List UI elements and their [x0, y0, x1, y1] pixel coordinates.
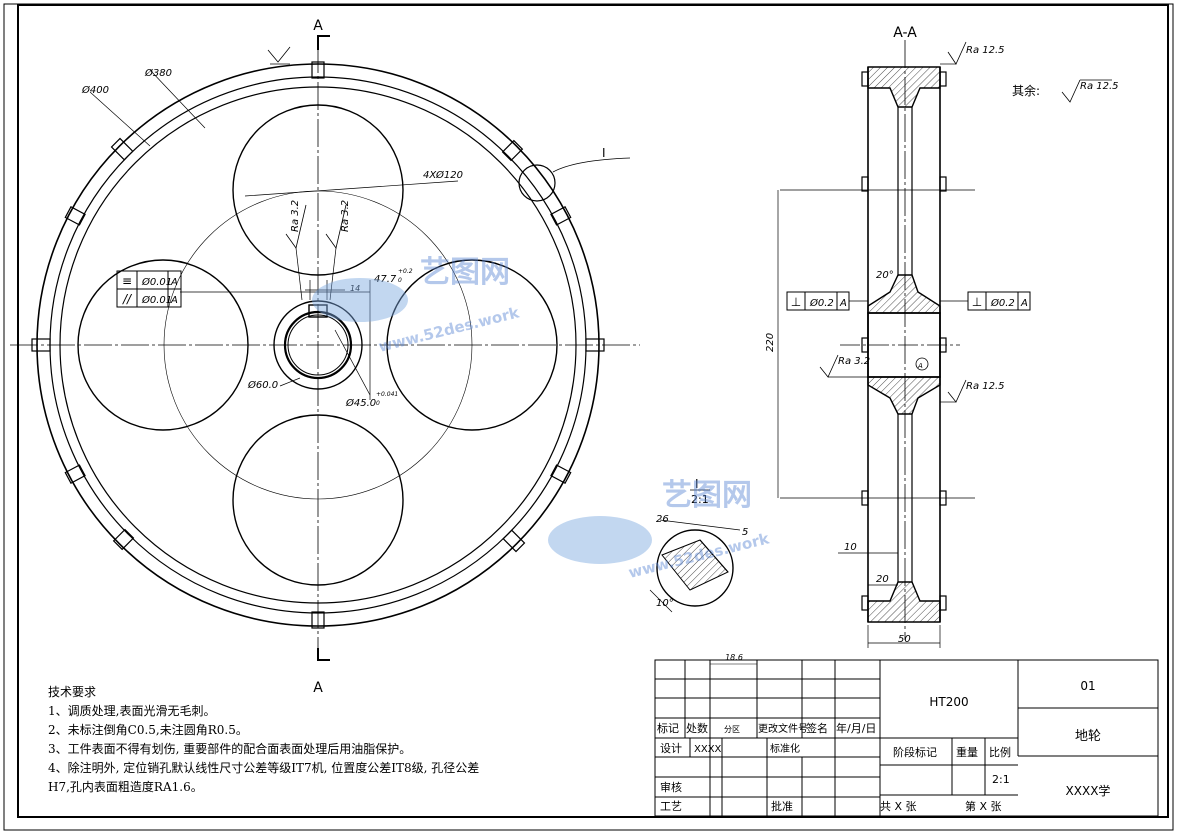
notes-item: H7,孔内表面粗造度RA1.6。 — [48, 780, 203, 794]
ra-other-value: Ra 12.5 — [1080, 81, 1119, 92]
tb-col-doc: 更改文件号 — [758, 722, 808, 735]
dim-section-rim: 20 — [876, 574, 889, 585]
tb-standard-label: 标准化 — [770, 742, 800, 755]
watermark-globe-icon-2 — [548, 516, 652, 564]
fcf-par-value: Ø0.01 — [141, 294, 172, 306]
dim-bore-tol-lower: 0 — [376, 400, 380, 407]
ra-hub-a: Ra 3.2 — [290, 200, 301, 232]
dim-bore-dia: Ø45.0 — [345, 397, 376, 409]
tb-col-count: 处数 — [686, 722, 708, 735]
dim-detail-a: 26 — [656, 514, 669, 525]
technical-notes: 技术要求 1、调质处理,表面光滑无毛刺。 2、未标注倒角C0.5,未注圆角R0.… — [48, 683, 479, 797]
notes-title: 技术要求 — [48, 685, 97, 699]
fcf-sym-datum: A — [170, 277, 178, 288]
fcf-perp-left-symbol: ⊥ — [791, 295, 801, 309]
notes-item: 3、工件表面不得有划伤, 重要部件的配合面表面处理后用油脂保护。 — [48, 742, 412, 756]
section-view — [777, 40, 1112, 648]
fcf-perp-right-symbol: ⊥ — [972, 295, 982, 309]
section-label-bottom: A — [313, 680, 323, 696]
dim-section-width: 50 — [898, 634, 911, 645]
fcf-par-symbol: // — [122, 292, 133, 306]
ra-section-side: Ra 3.2 — [838, 356, 870, 367]
dim-section-height: 220 — [765, 333, 776, 352]
section-view-label: A-A — [893, 25, 917, 41]
tb-col-mark: 标记 — [657, 721, 679, 735]
tb-drawing-no: 01 — [1080, 679, 1095, 693]
ra-hub-b: Ra 3.2 — [340, 200, 351, 232]
tb-approve-label: 批准 — [771, 799, 793, 813]
dim-section-web: 10 — [844, 542, 857, 553]
dim-keyway-tol-lower: 0 — [398, 277, 402, 284]
ra-other-label: 其余: — [1012, 83, 1040, 98]
title-block — [654, 659, 1159, 817]
dim-hub-dia: Ø60.0 — [247, 379, 278, 391]
fcf-sym-value: Ø0.01 — [141, 276, 172, 288]
notes-item: 4、除注明外, 定位销孔默认线性尺寸公差等级IT7机, 位置度公差IT8级, 孔… — [48, 761, 480, 775]
fcf-par-datum: A — [170, 295, 178, 306]
tb-review-label: 审核 — [660, 780, 682, 794]
fcf-perp-right-datum: A — [1020, 298, 1028, 309]
detail-scale-label: 2:1 — [691, 493, 709, 506]
tb-scale-value: 2:1 — [992, 773, 1010, 786]
detail-view — [649, 489, 741, 613]
tb-weight-label: 重量 — [956, 745, 978, 759]
tb-col-date: 年/月/日 — [836, 721, 876, 735]
dim-holes: 4XØ120 — [423, 169, 463, 181]
section-datum-marker: A — [917, 362, 923, 370]
tb-scale-label: 比例 — [989, 745, 1011, 759]
dim-detail-b: 5 — [742, 527, 748, 538]
fcf-perp-left-value: Ø0.2 — [809, 297, 834, 309]
section-label-top: A — [313, 18, 323, 34]
dim-key-width: 14 — [350, 284, 360, 293]
tb-sheets-total: 共 X 张 — [880, 800, 917, 813]
detail-callout-label: I — [602, 146, 606, 160]
watermark-brand-2: 艺图网 — [662, 478, 752, 513]
tb-stage-label: 阶段标记 — [893, 745, 937, 759]
tb-dim-18: 18.6 — [725, 653, 743, 662]
dim-rim-dia: Ø380 — [144, 67, 172, 79]
tb-part-name: 地轮 — [1075, 729, 1101, 744]
fcf-sym-symbol: ≡ — [122, 274, 132, 288]
tb-design-label: 设计 — [660, 742, 682, 755]
tb-col-sign: 签名 — [806, 721, 828, 735]
dim-bore-tol-upper: +0.041 — [376, 391, 398, 398]
tb-sheet-no: 第 X 张 — [965, 799, 1002, 813]
tb-school: XXXX学 — [1066, 783, 1111, 798]
watermark-1: 艺图网 www.52des.work — [312, 255, 522, 356]
ra-section-mid: Ra 12.5 — [966, 381, 1005, 392]
watermark-brand-1: 艺图网 — [420, 255, 510, 290]
dim-detail-c: 10° — [656, 598, 674, 609]
watermark-globe-icon — [312, 278, 408, 322]
dim-section-angle: 20° — [876, 270, 894, 281]
fcf-perp-right-value: Ø0.2 — [990, 297, 1015, 309]
notes-item: 1、调质处理,表面光滑无毛刺。 — [48, 704, 216, 718]
tb-material: HT200 — [929, 695, 968, 709]
notes-item: 2、未标注倒角C0.5,未注圆角R0.5。 — [48, 723, 248, 737]
dim-outer-dia: Ø400 — [81, 84, 109, 96]
dim-keyway-depth: 47.7 — [374, 274, 397, 285]
tb-col-zone: 分区 — [724, 725, 740, 734]
tb-process-label: 工艺 — [660, 800, 682, 813]
ra-section-top: Ra 12.5 — [966, 45, 1005, 56]
tb-designer: XXXX — [694, 744, 722, 755]
dim-keyway-tol: +0.2 — [398, 268, 413, 275]
front-view — [10, 35, 640, 661]
fcf-perp-left-datum: A — [839, 298, 847, 309]
detail-view-label: I — [695, 477, 699, 491]
